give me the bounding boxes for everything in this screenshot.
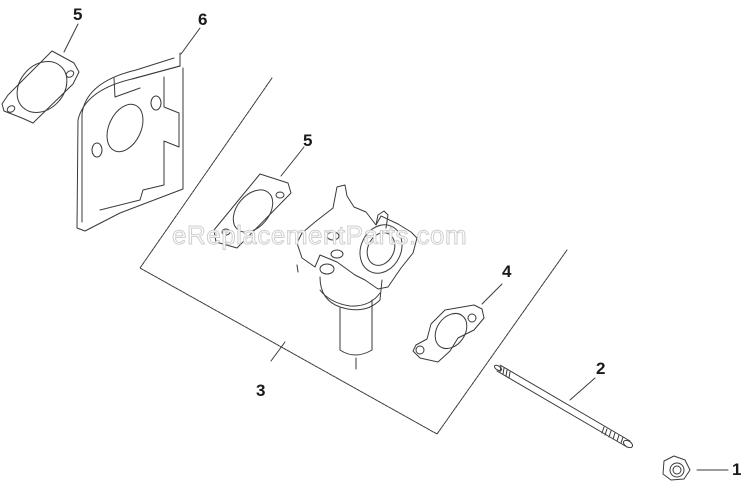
leader-line-2	[569, 377, 596, 401]
leader-line-5-middle	[280, 146, 305, 177]
leader-line-3	[270, 341, 286, 362]
heat-shield-part-6[interactable]	[76, 52, 184, 232]
callout-3[interactable]: 3	[256, 381, 266, 400]
callout-2[interactable]: 2	[596, 359, 606, 378]
carburetor-part-3[interactable]	[296, 184, 418, 370]
callout-5-middle[interactable]: 5	[303, 131, 313, 150]
watermark-text: eReplacementParts.com	[171, 220, 468, 251]
leader-line-5-top	[63, 23, 79, 53]
leader-lines	[63, 23, 729, 471]
gasket-part-5-middle[interactable]	[213, 173, 292, 249]
leader-line-4	[481, 283, 503, 305]
callout-6[interactable]: 6	[198, 10, 208, 29]
callout-4[interactable]: 4	[502, 262, 512, 281]
nut-part-1[interactable]	[662, 455, 691, 481]
gasket-part-4[interactable]	[412, 304, 485, 363]
callout-1[interactable]: 1	[732, 460, 742, 479]
gasket-part-5-top[interactable]	[1, 50, 80, 124]
callout-5-top[interactable]: 5	[73, 5, 83, 24]
assembly-frame-3	[139, 77, 568, 435]
leader-line-6	[180, 27, 201, 55]
stud-part-2[interactable]	[493, 364, 634, 449]
